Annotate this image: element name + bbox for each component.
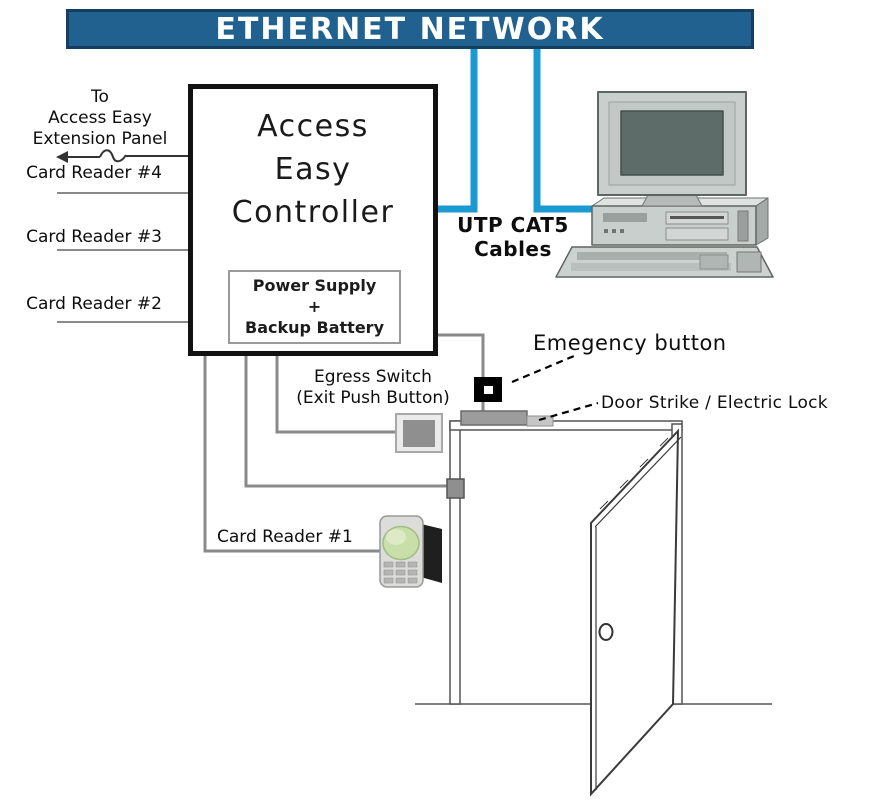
utp-label-line: UTP CAT5 [457,213,569,237]
card-reader-lines [57,192,188,323]
power-supply-line: Backup Battery [245,318,384,337]
wire-egress-switch [275,355,397,434]
power-supply-box: Power Supply + Backup Battery [228,270,401,344]
extension-note-line: Extension Panel [32,129,168,149]
controller-title-line: Easy [274,152,352,187]
emergency-button-label: Emegency button [533,331,727,355]
egress-label-line: (Exit Push Button) [296,388,450,408]
card-reader-2-label: Card Reader #2 [26,294,162,314]
egress-switch-square [395,413,443,453]
ethernet-network-title: ETHERNET NETWORK [215,11,605,47]
utp-cables [438,46,593,213]
extension-panel-note: To Access Easy Extension Panel [10,87,190,150]
reader-keypad [383,561,418,584]
controller-title: Access Easy Controller [193,105,433,234]
door-leaf-edge-top [594,436,682,528]
monitor-neck [641,194,703,207]
utp-cable-computer [533,46,593,213]
controller-title-line: Access [257,109,369,144]
wire-card-reader-1 [203,355,381,553]
computer-case-side [755,197,769,246]
extension-note-line: Access Easy [48,108,152,128]
extension-panel-arrow [56,149,188,163]
utp-cable-controller [438,46,478,213]
door-frame-left-post [449,420,461,705]
arrowhead-left [56,151,68,163]
egress-switch-label: Egress Switch (Exit Push Button) [278,367,468,409]
card-reader-3-label: Card Reader #3 [26,227,162,247]
open-door-illustration [415,420,772,797]
door-strike-bar [460,410,554,427]
wire-door-contact [244,355,449,488]
door-strike-label: Door Strike / Electric Lock [601,393,828,413]
egress-label-line: Egress Switch [314,367,432,387]
pointer-lines [511,354,599,422]
card-reader-1-label: Card Reader #1 [217,527,353,547]
door-contact-square [446,478,465,499]
controller-title-line: Controller [231,195,395,230]
extension-note-line: To [91,87,109,107]
door-knob [598,623,614,641]
door-strike-pointer-line [538,401,599,422]
desktop-computer-illustration [555,91,774,278]
card-reader-4-label: Card Reader #4 [26,163,162,183]
door-leaf [590,428,680,797]
emergency-pointer-line [511,354,575,384]
utp-cat5-label: UTP CAT5 Cables [448,213,578,261]
ethernet-network-banner: ETHERNET NETWORK [66,9,754,49]
power-supply-line: + [307,297,322,316]
power-supply-line: Power Supply [252,276,377,295]
utp-label-line: Cables [474,237,552,261]
monitor-screen [620,110,724,176]
emergency-button-square [474,377,502,402]
card-reader-device-illustration [379,515,442,588]
